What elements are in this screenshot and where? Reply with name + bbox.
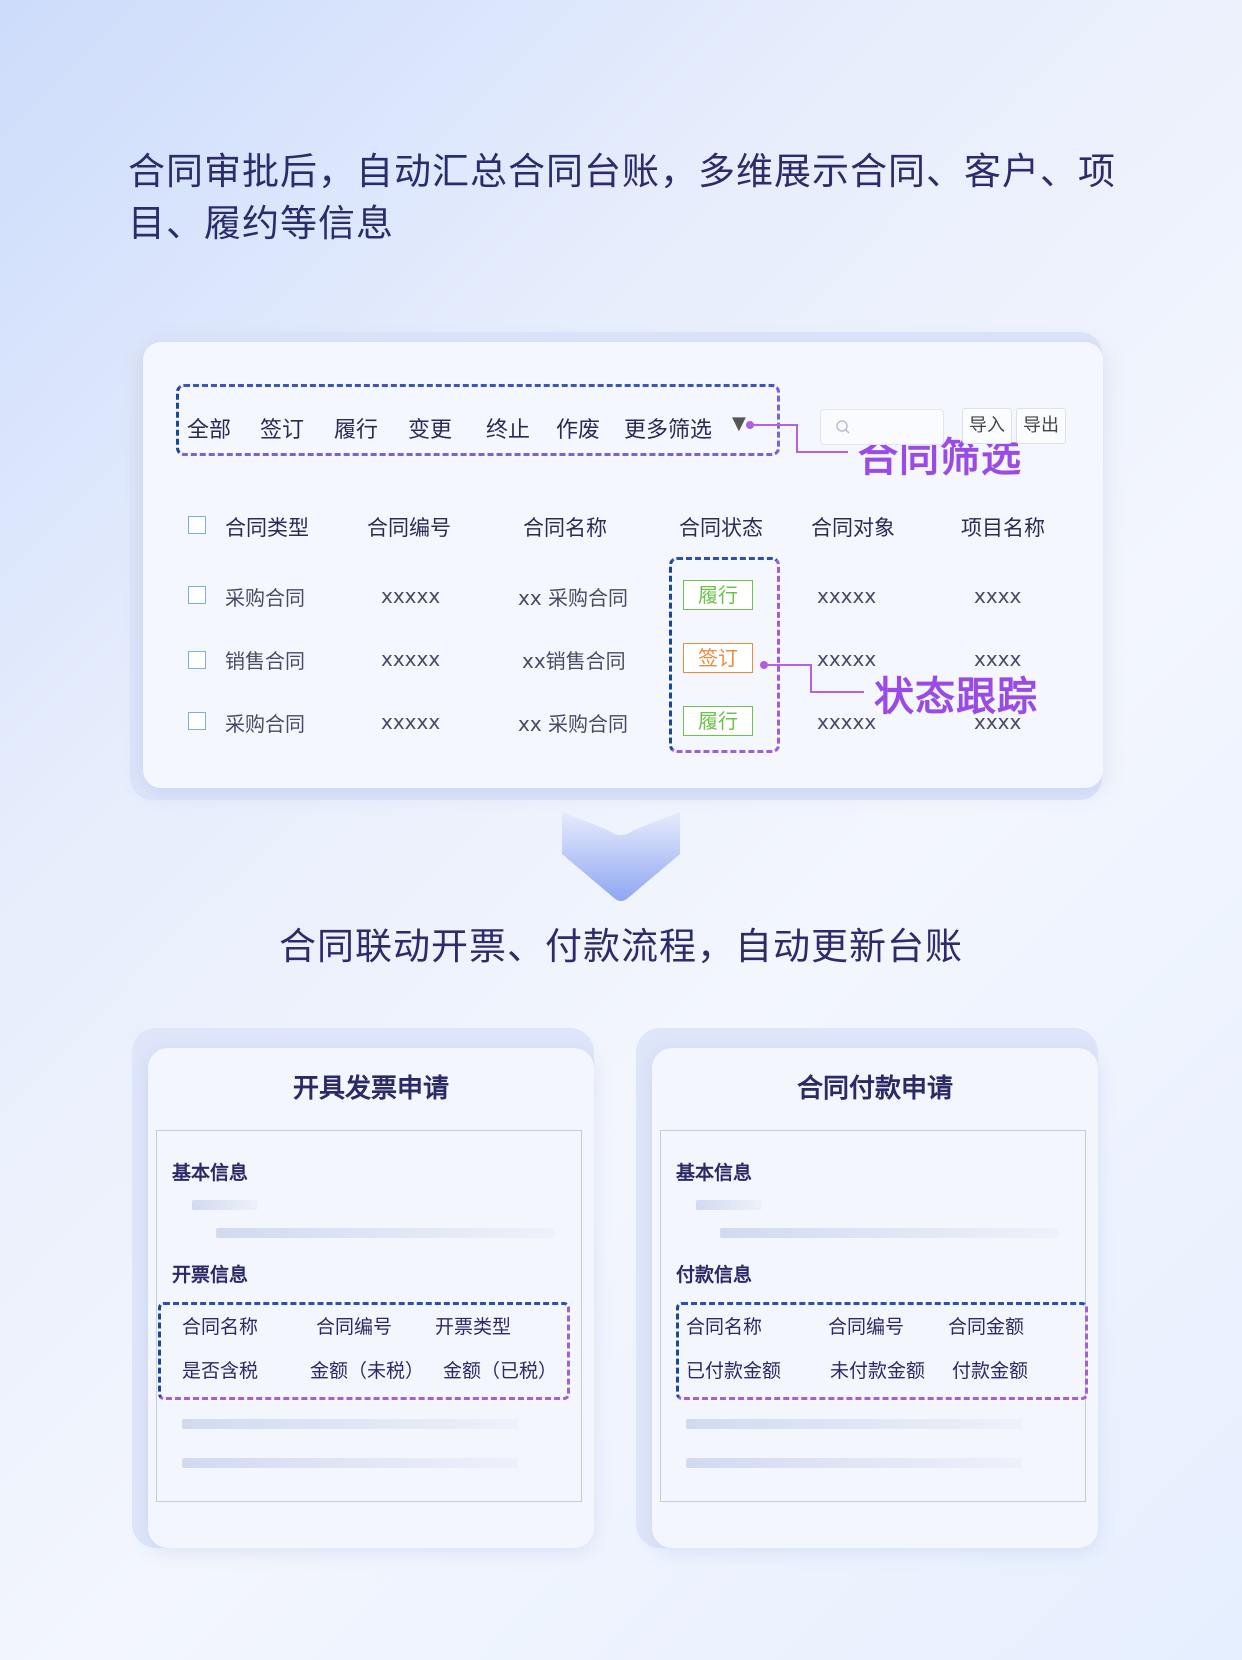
- section-invoice-info: 开票信息: [172, 1264, 249, 1286]
- payment-fields-highlight: [676, 1302, 1088, 1400]
- field-invoice-type: 开票类型: [435, 1316, 512, 1338]
- header-project-name: 项目名称: [961, 516, 1045, 540]
- field-tax-included: 是否含税: [182, 1360, 259, 1382]
- cell-project-name: xxxx: [974, 710, 1022, 734]
- field-paid-amount: 已付款金额: [686, 1360, 782, 1382]
- placeholder-bar: [182, 1458, 518, 1468]
- callout-line: [796, 424, 798, 452]
- header-contract-party: 合同对象: [811, 516, 895, 540]
- cell-project-name: xxxx: [974, 647, 1022, 671]
- invoice-fields-highlight: [158, 1302, 570, 1400]
- row-checkbox[interactable]: [188, 651, 206, 669]
- status-badge: 履行: [683, 706, 753, 736]
- header-contract-type: 合同类型: [225, 516, 309, 540]
- headline-mid: 合同联动开票、付款流程，自动更新台账: [279, 925, 963, 968]
- payment-form-title: 合同付款申请: [796, 1074, 953, 1104]
- row-checkbox[interactable]: [188, 712, 206, 730]
- section-basic-info: 基本信息: [676, 1162, 753, 1184]
- field-unpaid-amount: 未付款金额: [830, 1360, 926, 1382]
- callout-dot: [746, 421, 754, 429]
- placeholder-bar: [696, 1200, 762, 1210]
- cell-contract-name: xx 采购合同: [518, 586, 629, 610]
- placeholder-bar: [216, 1228, 554, 1238]
- filter-highlight-box: [176, 384, 780, 456]
- section-payment-info: 付款信息: [676, 1264, 753, 1286]
- cell-contract-type: 销售合同: [225, 649, 305, 673]
- cell-contract-party: xxxxx: [817, 584, 877, 608]
- cell-contract-type: 采购合同: [225, 586, 305, 610]
- cell-contract-party: xxxxx: [817, 710, 877, 734]
- header-contract-name: 合同名称: [523, 516, 607, 540]
- search-icon: [836, 420, 850, 434]
- placeholder-bar: [182, 1419, 518, 1429]
- cell-contract-type: 采购合同: [225, 712, 305, 736]
- tab-signed[interactable]: 签订: [260, 418, 305, 443]
- tab-more-filters[interactable]: 更多筛选: [624, 418, 713, 443]
- cell-contract-name: xx 采购合同: [518, 712, 629, 736]
- cell-contract-party: xxxxx: [817, 647, 877, 671]
- status-badge: 履行: [683, 580, 753, 610]
- callout-line: [752, 424, 797, 426]
- section-basic-info: 基本信息: [172, 1162, 249, 1184]
- header-contract-status: 合同状态: [679, 516, 763, 540]
- tab-terminated[interactable]: 终止: [486, 418, 531, 443]
- cell-project-name: xxxx: [974, 584, 1022, 608]
- select-all-checkbox[interactable]: [188, 516, 206, 534]
- field-contract-name: 合同名称: [182, 1316, 259, 1338]
- tab-performing[interactable]: 履行: [334, 418, 379, 443]
- field-payment-amount: 付款金额: [952, 1360, 1029, 1382]
- field-amount-taxed: 金额（已税）: [443, 1360, 558, 1382]
- invoice-form-title: 开具发票申请: [292, 1074, 449, 1104]
- tab-voided[interactable]: 作废: [556, 418, 601, 443]
- header-contract-number: 合同编号: [367, 516, 451, 540]
- placeholder-bar: [192, 1200, 258, 1210]
- search-input[interactable]: [820, 409, 944, 445]
- placeholder-bar: [686, 1458, 1022, 1468]
- field-contract-number: 合同编号: [828, 1316, 905, 1338]
- callout-line: [810, 691, 864, 693]
- invoice-form: [156, 1130, 582, 1502]
- callout-dot: [760, 661, 768, 669]
- cell-contract-number: xxxxx: [381, 647, 441, 671]
- callout-line: [796, 451, 848, 453]
- triangle-down-icon[interactable]: ▼: [732, 413, 746, 434]
- placeholder-bar: [720, 1228, 1058, 1238]
- cell-contract-number: xxxxx: [381, 710, 441, 734]
- tab-changed[interactable]: 变更: [408, 418, 453, 443]
- tab-all[interactable]: 全部: [187, 418, 232, 443]
- callout-status: 状态跟踪: [874, 674, 1038, 720]
- cell-contract-number: xxxxx: [381, 584, 441, 608]
- callout-line: [766, 664, 811, 666]
- export-button[interactable]: 导出: [1016, 408, 1066, 444]
- row-checkbox[interactable]: [188, 586, 206, 604]
- cell-contract-name: xx销售合同: [522, 649, 626, 673]
- callout-line: [810, 664, 812, 692]
- field-contract-name: 合同名称: [686, 1316, 763, 1338]
- status-highlight-box: [669, 557, 780, 753]
- placeholder-bar: [686, 1419, 1022, 1429]
- import-button[interactable]: 导入: [962, 408, 1012, 444]
- field-amount-pretax: 金额（未税）: [310, 1360, 425, 1382]
- status-badge: 签订: [683, 643, 753, 673]
- field-contract-number: 合同编号: [316, 1316, 393, 1338]
- chevron-down-icon: [562, 812, 680, 901]
- field-contract-amount: 合同金额: [948, 1316, 1025, 1338]
- headline-top: 合同审批后，自动汇总合同台账，多维展示合同、客户、项目、履约等信息: [128, 150, 1116, 245]
